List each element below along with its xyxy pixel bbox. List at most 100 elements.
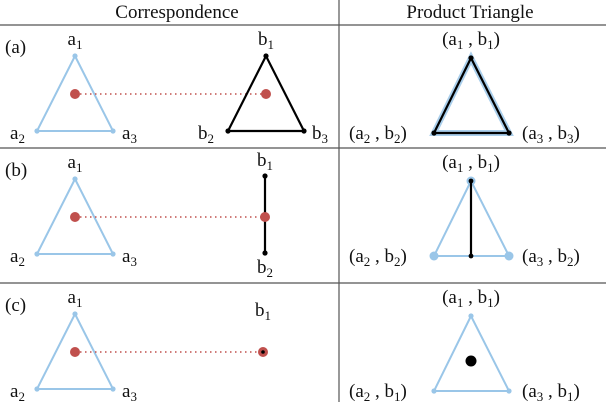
label-a1-sub: 1 bbox=[76, 37, 83, 52]
label-a3: a3 bbox=[122, 246, 137, 269]
label-product-right-sub: 2 bbox=[567, 254, 574, 269]
label-product-right-sub: 3 bbox=[567, 131, 574, 146]
label-product-right-part: ) bbox=[574, 246, 580, 267]
label-a2-part: a bbox=[10, 123, 19, 144]
source-vertex-2 bbox=[34, 128, 40, 134]
header-correspondence: Correspondence bbox=[115, 2, 238, 23]
target-vertex-1 bbox=[262, 173, 268, 179]
source-triangle bbox=[35, 53, 115, 132]
label-a3-sub: 3 bbox=[130, 131, 137, 146]
product-vertex-1 bbox=[468, 55, 474, 61]
product-image-bottom bbox=[468, 253, 474, 259]
label-product-left-sub: 1 bbox=[394, 389, 401, 402]
label-b1: b1 bbox=[257, 150, 273, 173]
label-product-left-sub: 2 bbox=[394, 254, 401, 269]
row-tag: (c) bbox=[5, 295, 26, 316]
target-triangle bbox=[226, 53, 306, 133]
label-product-left: (a2 , b1) bbox=[349, 381, 407, 402]
label-product-left-part: (a bbox=[349, 123, 364, 144]
label-product-top: (a1 , b1) bbox=[442, 29, 500, 52]
label-product-left-part: (a bbox=[349, 246, 364, 267]
label-product-left-part: (a bbox=[349, 381, 364, 402]
product-vertex-1 bbox=[468, 313, 474, 319]
label-b2-sub: 2 bbox=[208, 131, 215, 146]
label-a2: a2 bbox=[10, 381, 25, 402]
label-a3: a3 bbox=[122, 123, 137, 146]
label-b1-part: b bbox=[257, 150, 267, 171]
label-product-left-sub: 2 bbox=[364, 389, 371, 402]
source-vertex-3 bbox=[110, 386, 116, 392]
label-product-top-sub: 1 bbox=[457, 37, 464, 52]
label-product-right-part: (a bbox=[522, 246, 537, 267]
product-image-point bbox=[465, 355, 477, 367]
label-product-left-sub: 2 bbox=[364, 254, 371, 269]
label-a1-sub: 1 bbox=[76, 160, 83, 175]
label-product-right-part: ) bbox=[574, 123, 580, 144]
label-product-right: (a3 , b1) bbox=[522, 381, 580, 402]
label-a3-sub: 3 bbox=[130, 254, 137, 269]
source-triangle bbox=[35, 176, 115, 255]
target-vertex-1 bbox=[261, 350, 265, 354]
label-product-right-part: ) bbox=[574, 381, 580, 402]
product-vertex-3 bbox=[506, 130, 512, 136]
product-vertex-3 bbox=[506, 388, 512, 394]
label-b3: b3 bbox=[312, 123, 328, 146]
label-product-top-sub: 1 bbox=[487, 295, 494, 310]
target-point bbox=[260, 212, 270, 222]
header-product-triangle: Product Triangle bbox=[406, 2, 533, 23]
label-a1: a1 bbox=[68, 152, 83, 175]
label-product-left-sub: 2 bbox=[364, 131, 371, 146]
label-b1-sub: 1 bbox=[267, 158, 274, 173]
label-product-top-sub: 1 bbox=[457, 160, 464, 175]
target-vertex-2 bbox=[225, 128, 231, 134]
source-point bbox=[70, 347, 80, 357]
label-a3-part: a bbox=[122, 246, 131, 267]
label-b2-part: b bbox=[257, 257, 267, 278]
product-vertex-2 bbox=[431, 130, 437, 136]
target-point bbox=[261, 89, 271, 99]
label-product-right-part: , b bbox=[543, 246, 567, 267]
label-product-right-sub: 3 bbox=[537, 389, 544, 402]
label-a3-part: a bbox=[122, 123, 131, 144]
label-a2: a2 bbox=[10, 246, 25, 269]
label-product-right-sub: 1 bbox=[567, 389, 574, 402]
label-product-top-part: (a bbox=[442, 287, 457, 308]
product-triangle bbox=[432, 55, 511, 134]
label-product-top-part: , b bbox=[463, 152, 487, 173]
row-tag: (a) bbox=[5, 37, 26, 58]
label-a1-part: a bbox=[68, 29, 77, 50]
label-a2-sub: 2 bbox=[18, 389, 25, 402]
label-b2-part: b bbox=[198, 123, 208, 144]
label-product-left-part: , b bbox=[370, 246, 394, 267]
label-a3-part: a bbox=[122, 381, 131, 402]
source-vertex-3 bbox=[110, 128, 116, 134]
target-vertex-1 bbox=[263, 53, 269, 59]
label-product-right-part: , b bbox=[543, 381, 567, 402]
label-product-top-sub: 1 bbox=[457, 295, 464, 310]
source-vertex-1 bbox=[72, 311, 78, 317]
label-product-top-part: (a bbox=[442, 29, 457, 50]
label-product-right-part: (a bbox=[522, 123, 537, 144]
label-b3-sub: 3 bbox=[322, 131, 329, 146]
label-b1-sub: 1 bbox=[268, 37, 275, 52]
row-tag: (b) bbox=[5, 160, 27, 181]
label-a3-sub: 3 bbox=[130, 389, 137, 402]
label-product-right-part: (a bbox=[522, 381, 537, 402]
source-vertex-2 bbox=[34, 251, 40, 257]
source-triangle bbox=[35, 311, 115, 390]
product-image-triangle bbox=[432, 55, 511, 135]
source-vertex-3 bbox=[110, 251, 116, 257]
label-product-left: (a2 , b2) bbox=[349, 246, 407, 269]
label-product-top-sub: 1 bbox=[487, 160, 494, 175]
label-b1-part: b bbox=[255, 300, 265, 321]
product-triangle bbox=[432, 313, 511, 392]
label-b1: b1 bbox=[258, 29, 274, 52]
label-product-top-part: ) bbox=[494, 152, 500, 173]
label-a1-part: a bbox=[68, 152, 77, 173]
label-a3: a3 bbox=[122, 381, 137, 402]
label-a2: a2 bbox=[10, 123, 25, 146]
